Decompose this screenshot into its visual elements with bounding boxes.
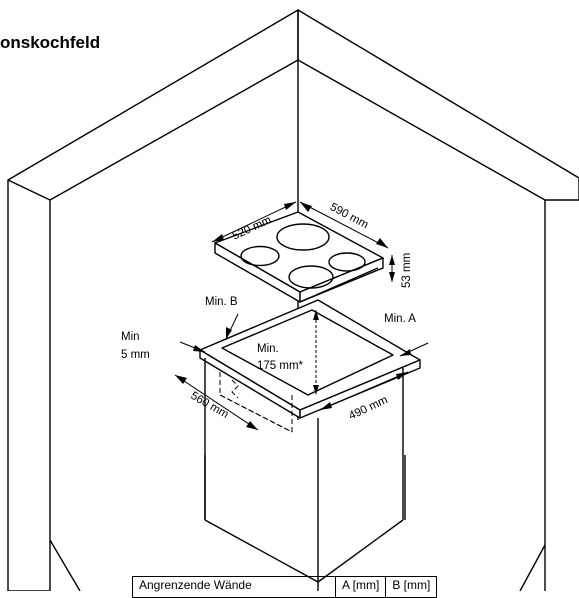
min5-label-line2: 5 mm [121,349,150,361]
table-header-cell: B [mm] [385,576,438,598]
cooktop-underside [299,267,379,303]
min175-label-line1: Min. [257,343,279,355]
dim-590-line [299,201,389,249]
min175-label-line2: 175 mm* [257,360,304,372]
wall-left-inner-edge [7,179,51,201]
min5-label-line1: Min [121,331,140,343]
floor-right-edge [519,544,546,592]
dim-490-line [319,371,409,411]
cooktop-burner-1 [276,223,330,251]
page-title: onskochfeld [0,33,101,52]
dim-590-label: 590 mm [328,201,370,231]
cabinet-bottom-left [204,519,319,583]
hidden-structure [219,372,293,433]
table-header-row: Angrenzende Wände A [mm] B [mm] [132,576,438,598]
floor-left-edge [49,539,81,592]
cooktop-burner-2 [240,245,280,267]
dim-520-line [211,201,297,243]
table-header-cell: A [mm] [334,576,387,598]
cooktop-burner-3 [288,265,334,289]
dim-53-label: 53 mm [401,253,413,288]
wall-right [297,9,579,201]
cabinet-bottom-right [317,519,404,583]
dimension-lines [174,201,429,431]
dimension-arrows [175,202,411,430]
cooktop-burner-4 [328,252,366,272]
worktop-cutout [221,309,394,396]
wall-left [7,9,299,592]
dim-560-label: 560 mm [188,390,230,421]
dim-490-label: 490 mm [347,394,390,422]
min-b-label: Min. B [205,296,238,308]
table-header-cell: Angrenzende Wände [132,576,336,598]
dim-560-line [174,374,259,431]
dimension-table: Angrenzende Wände A [mm] B [mm] [132,576,438,598]
min-a-label: Min. A [384,313,416,325]
